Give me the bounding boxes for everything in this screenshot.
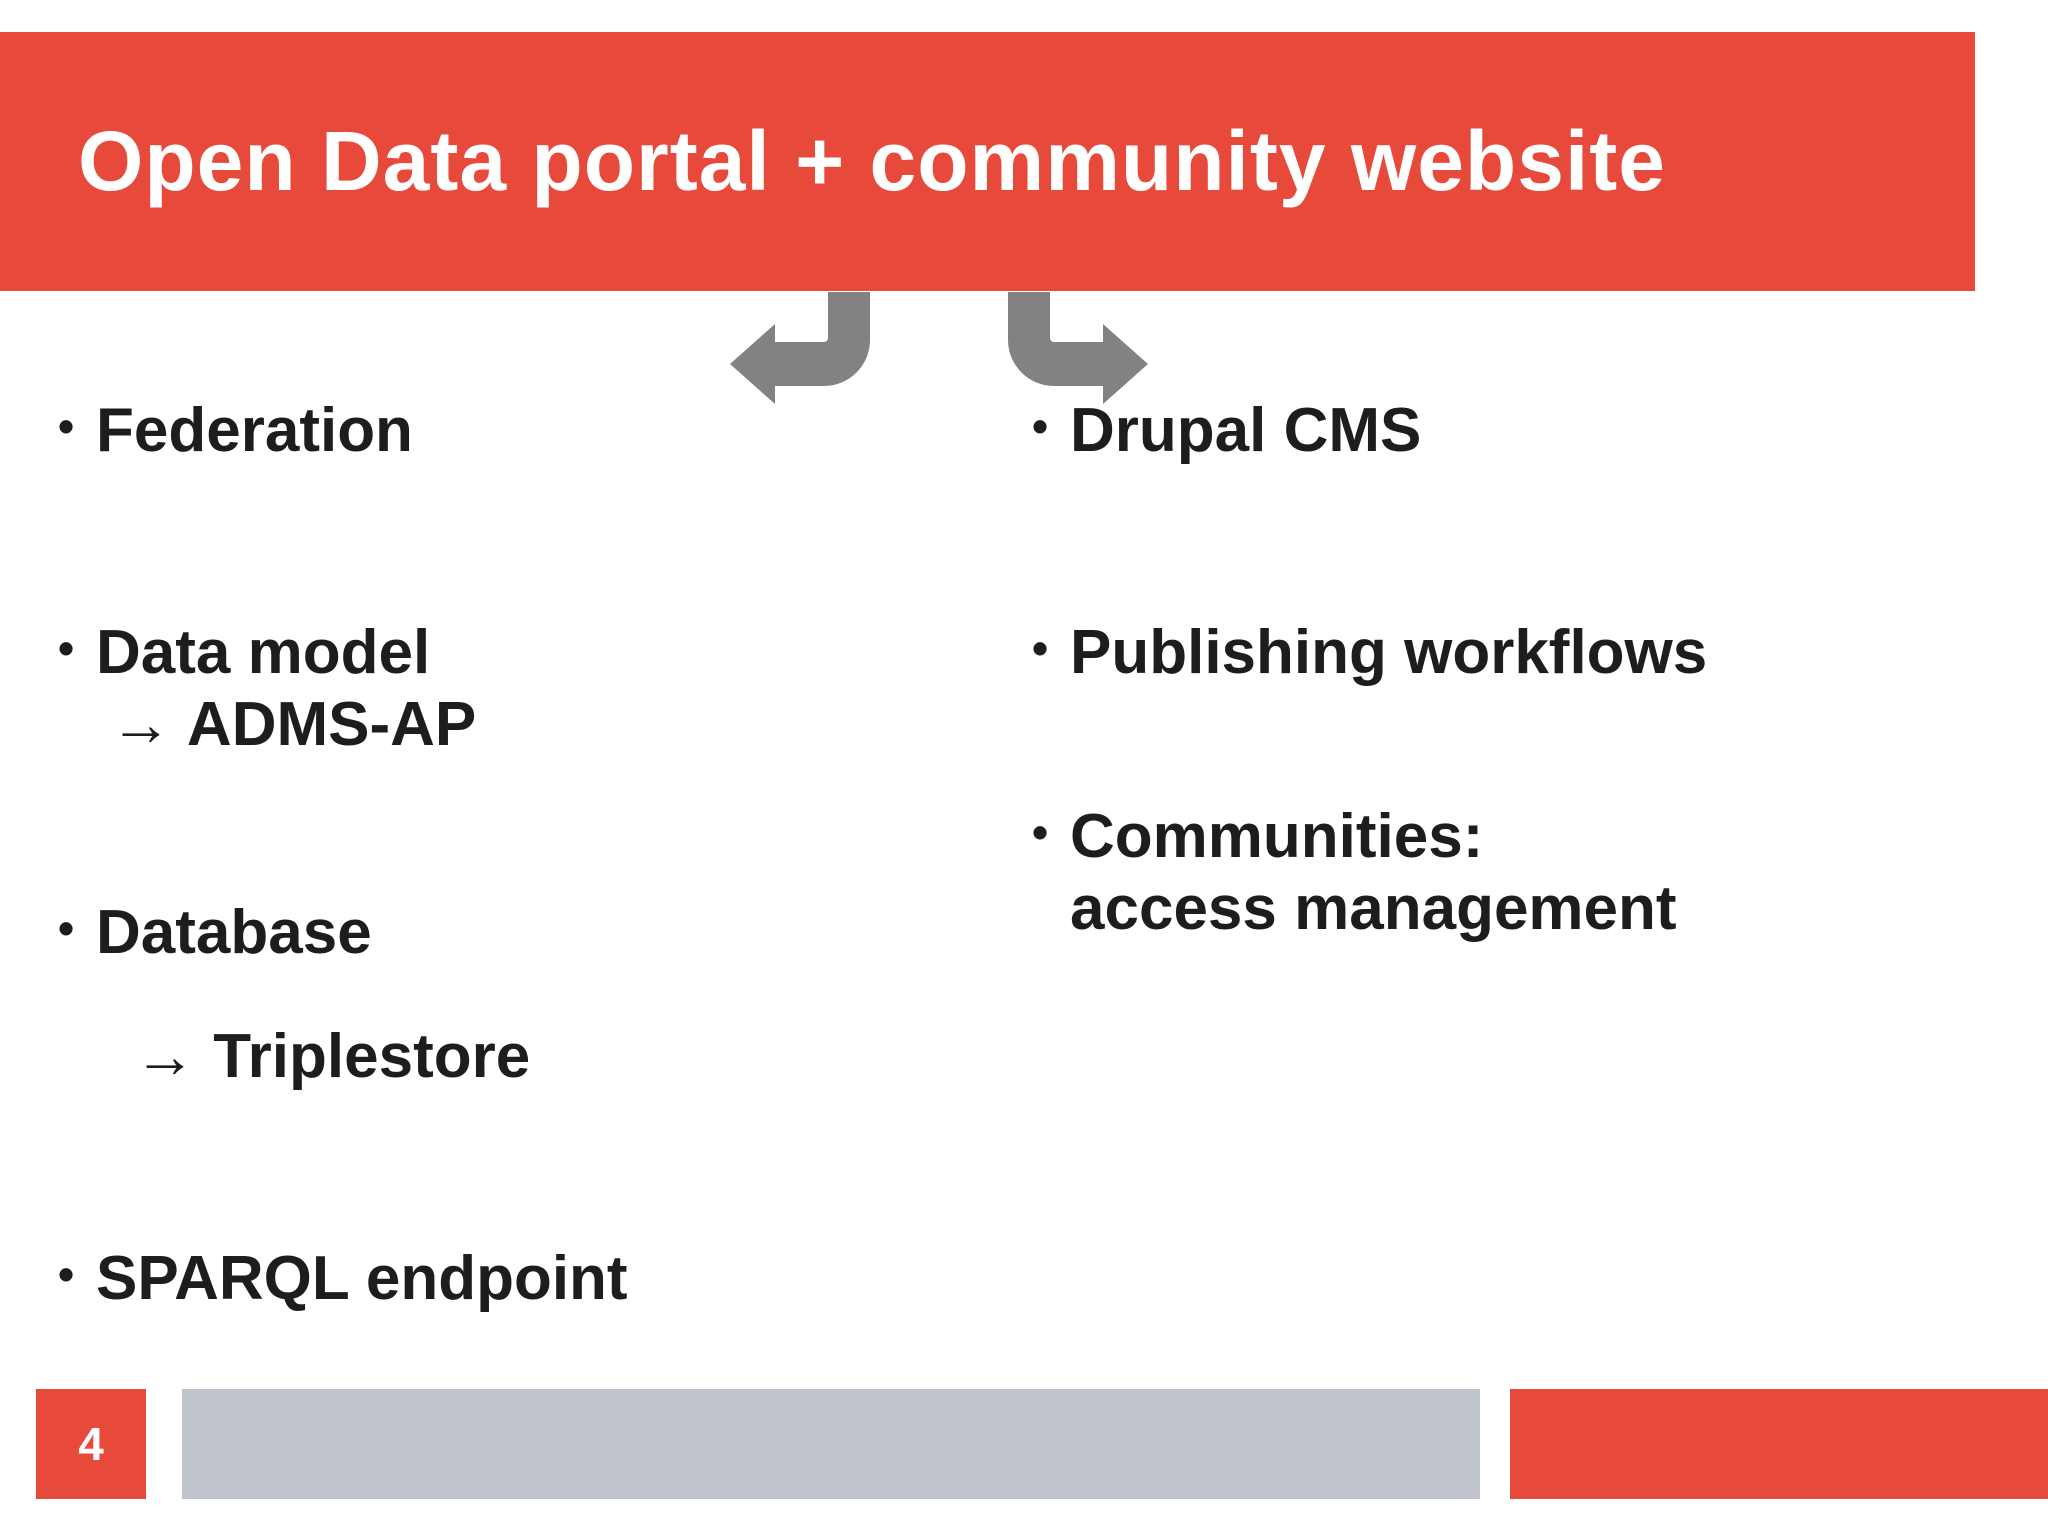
list-item-label: Federation	[96, 396, 413, 465]
spacer	[58, 467, 958, 617]
list-item[interactable]: • Data model → ADMS-AP	[58, 617, 958, 761]
list-item-sublabel: → ADMS-AP	[110, 689, 477, 759]
list-item-label: Communities:	[1070, 801, 1484, 871]
bullet-dot-icon: •	[1032, 621, 1049, 674]
bullet-dot-icon: •	[58, 621, 75, 674]
list-item-label: Database	[96, 897, 372, 967]
curved-arrow-right-icon	[1008, 292, 1148, 409]
bullet-dot-icon: •	[58, 400, 75, 452]
list-item[interactable]: • Publishing workflows	[1032, 617, 1992, 689]
page-title: Open Data portal + community website	[78, 114, 1666, 208]
spacer	[58, 969, 958, 1021]
list-item[interactable]: • Database → Triplestore	[58, 897, 958, 1093]
list-item[interactable]: • Federation	[58, 395, 958, 467]
list-item[interactable]: • Communities: access management	[1032, 801, 1992, 945]
bullet-dot-icon: •	[1032, 400, 1049, 452]
slide-title-bar: Open Data portal + community website	[0, 32, 1975, 291]
spacer	[58, 1093, 958, 1243]
bullet-dot-icon: •	[58, 901, 75, 954]
spacer	[58, 761, 958, 897]
list-item-label: Publishing workflows	[1070, 617, 1708, 687]
footer-bar-gray	[182, 1389, 1480, 1499]
spacer	[1032, 467, 1992, 617]
curved-arrow-left-icon	[730, 292, 870, 409]
spacer	[1032, 689, 1992, 801]
list-item-sublabel: access management	[1070, 873, 1677, 943]
list-item-sublabel: → Triplestore	[134, 1021, 531, 1091]
list-item-label: Drupal CMS	[1070, 396, 1422, 465]
right-bullet-column: • Drupal CMS • Publishing workflows • Co…	[1032, 395, 1992, 945]
list-item-label: Data model	[96, 617, 431, 687]
footer-bar-red	[1510, 1389, 2048, 1499]
bullet-dot-icon: •	[58, 1247, 75, 1300]
list-item[interactable]: • Drupal CMS	[1032, 395, 1992, 467]
left-bullet-column: • Federation • Data model → ADMS-AP • Da…	[58, 395, 958, 1314]
page-number-badge: 4	[36, 1389, 146, 1499]
bullet-dot-icon: •	[1032, 805, 1049, 858]
page-number: 4	[78, 1418, 104, 1470]
list-item-label: SPARQL endpoint	[96, 1243, 628, 1313]
list-item[interactable]: • SPARQL endpoint	[58, 1243, 958, 1315]
